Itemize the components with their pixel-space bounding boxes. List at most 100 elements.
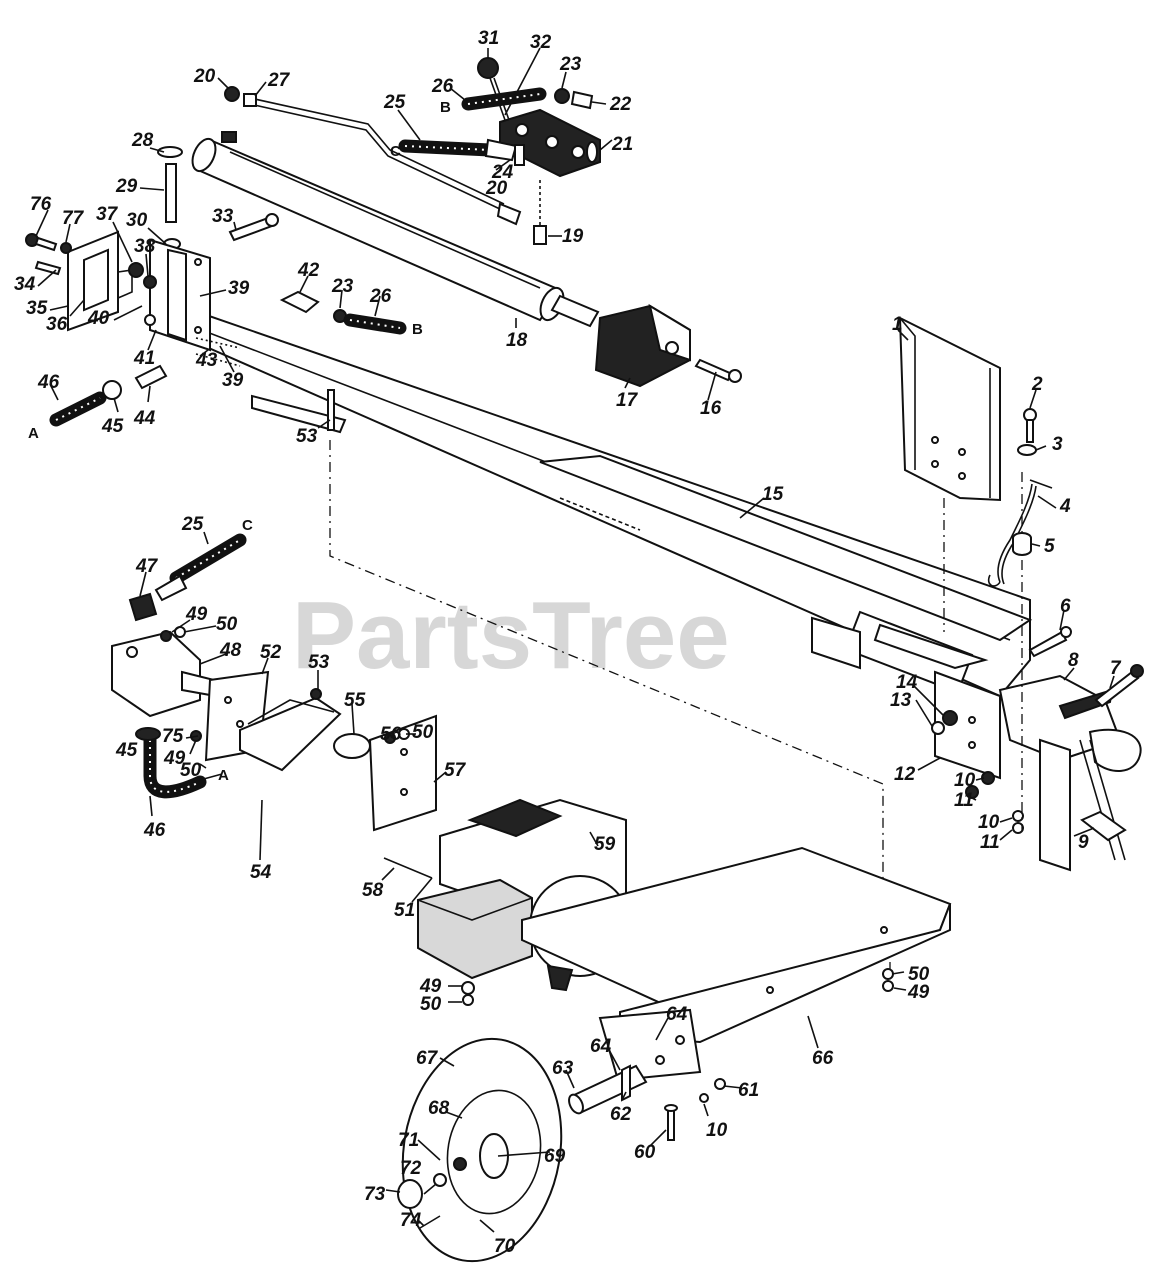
part-label: C <box>242 517 253 534</box>
part-label: 6 <box>1060 596 1071 617</box>
part-label: 8 <box>1068 650 1079 671</box>
bolt-part-33[interactable] <box>228 213 279 242</box>
clamp-part-45-lower[interactable] <box>135 727 161 741</box>
part-label: 36 <box>46 314 68 335</box>
fitting-part-47[interactable] <box>128 592 158 622</box>
clamp-part-45-top[interactable] <box>102 380 122 400</box>
part-label: 10 <box>706 1120 728 1141</box>
part-label: C <box>390 143 401 160</box>
part-label: 69 <box>544 1146 566 1167</box>
fitting-part-19[interactable] <box>533 180 547 245</box>
part-label: 29 <box>115 176 138 197</box>
part-label: 53 <box>296 426 318 447</box>
mount-bracket-parts-39-41-43[interactable] <box>149 238 241 367</box>
part-label: 49 <box>185 604 208 625</box>
pin-part-28-29-30[interactable] <box>157 146 183 250</box>
bolt-part-16[interactable] <box>694 358 742 383</box>
part-label: 49 <box>163 748 186 769</box>
part-label: 3 <box>1052 434 1063 455</box>
wheel-part-67[interactable] <box>386 1026 579 1274</box>
guard-part-54[interactable] <box>239 696 342 772</box>
part-label: 67 <box>416 1048 439 1069</box>
fitting-part-20[interactable] <box>224 86 240 102</box>
fitting-part-44[interactable] <box>134 364 168 390</box>
part-label: 60 <box>634 1142 656 1163</box>
fitting-part-24[interactable] <box>514 144 525 166</box>
knob-part-31[interactable] <box>477 57 499 79</box>
part-label: 64 <box>666 1004 688 1025</box>
axle-part-63[interactable] <box>566 1064 648 1116</box>
part-label: 56 <box>380 724 402 745</box>
nut-part-61-10[interactable] <box>699 1078 726 1103</box>
hardware-10-11-13-14[interactable] <box>931 710 1024 834</box>
hose-part-26-top[interactable] <box>461 87 547 111</box>
part-label: 5 <box>1044 536 1055 557</box>
bolt-part-6[interactable] <box>1028 626 1072 658</box>
pin-part-9[interactable] <box>1080 810 1127 842</box>
tube-part-27[interactable] <box>243 93 522 226</box>
cap-part-73[interactable] <box>397 1179 423 1209</box>
part-label: 52 <box>260 642 282 663</box>
part-label: 24 <box>491 162 514 183</box>
pin-part-62[interactable] <box>621 1064 631 1102</box>
end-plate[interactable] <box>934 670 1001 780</box>
part-label: 75 <box>162 726 184 747</box>
bolt-part-7[interactable] <box>1094 664 1144 708</box>
bolt-parts-76-77[interactable] <box>25 233 72 276</box>
part-label: 2 <box>1031 374 1043 395</box>
part-label: 62 <box>610 1104 632 1125</box>
wedge-part-1[interactable] <box>898 316 1001 502</box>
valve-part-21[interactable] <box>499 108 601 178</box>
part-label: 45 <box>115 740 138 761</box>
washer-part-3[interactable] <box>1017 444 1037 456</box>
watermark: PartsTree <box>292 582 730 689</box>
bolt-part-53-top[interactable] <box>327 389 335 431</box>
base-part-66[interactable] <box>521 846 952 1082</box>
wedge-head-part-17[interactable] <box>594 303 691 388</box>
fitting-part-42[interactable] <box>279 290 320 314</box>
part-label: 15 <box>762 484 784 505</box>
part-label: 7 <box>1110 658 1122 679</box>
fittings-37-38-40[interactable] <box>128 262 157 326</box>
bolt-part-58[interactable] <box>383 857 433 879</box>
cylinder-part-18[interactable] <box>188 131 600 328</box>
beam-part-15[interactable] <box>185 306 1033 698</box>
fittings-22-23[interactable] <box>554 88 594 110</box>
part-label: 58 <box>362 880 384 901</box>
leader-lines <box>35 47 1115 1233</box>
hitch-coupler-part-8[interactable] <box>998 674 1142 872</box>
coupler-part-55[interactable] <box>333 733 371 759</box>
hose-part-26-mid[interactable] <box>343 313 407 335</box>
hardware-49-50-base[interactable] <box>461 968 894 1006</box>
hose-part-25-lower[interactable] <box>154 533 247 602</box>
part-label: 53 <box>308 652 330 673</box>
part-label: 21 <box>611 134 633 155</box>
hub-parts-68-69-71-72[interactable] <box>433 1157 467 1187</box>
part-label: 10 <box>954 770 976 791</box>
bolt-part-2[interactable] <box>1023 408 1037 443</box>
part-label: 16 <box>700 398 722 419</box>
plate-part-57[interactable] <box>368 714 437 832</box>
part-label: 37 <box>96 204 119 225</box>
part-label: 54 <box>250 862 272 883</box>
part-label: 71 <box>398 1130 419 1151</box>
bolt-part-60[interactable] <box>664 1104 678 1141</box>
part-label: 25 <box>383 92 406 113</box>
small-hardware-49-50-53-56[interactable] <box>160 626 410 744</box>
part-label: 19 <box>562 226 584 247</box>
part-label: 50 <box>412 722 434 743</box>
part-label: 70 <box>494 1236 516 1257</box>
part-label: 39 <box>228 278 250 299</box>
part-label: 17 <box>616 390 639 411</box>
part-label: 35 <box>26 298 48 319</box>
spacer-part-5[interactable] <box>1012 532 1032 556</box>
part-label: 74 <box>400 1210 422 1231</box>
part-label: 12 <box>894 764 916 785</box>
hose-part-46-top[interactable] <box>49 391 107 427</box>
hose-part-25-top[interactable] <box>398 138 518 162</box>
hose-part-46-lower[interactable] <box>143 733 207 799</box>
cover-plate-parts-34-35-36[interactable] <box>67 230 133 332</box>
part-label: 26 <box>431 76 454 97</box>
part-label: 27 <box>267 70 291 91</box>
part-label: 28 <box>131 130 154 151</box>
